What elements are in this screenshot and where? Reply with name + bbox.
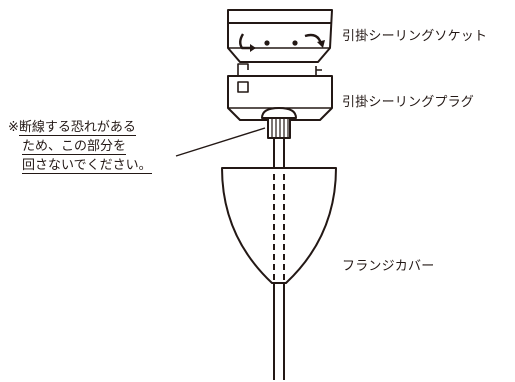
caution-line-1: 断線する恐れがある	[18, 120, 136, 136]
flange-cover	[221, 167, 337, 284]
power-cord-upper	[273, 138, 285, 168]
caution-note: ※断線する恐れがある ため、この部分を 回さないでください。	[8, 118, 152, 175]
caution-leader-line	[175, 127, 266, 157]
ceiling-socket	[227, 9, 333, 63]
plug-label: 引掛シーリングプラグ	[342, 95, 475, 110]
cord-grip-nut	[261, 107, 297, 139]
caution-mark: ※	[8, 120, 19, 135]
power-cord-lower	[273, 283, 285, 380]
caution-line-3: 回さないでください。	[22, 158, 152, 174]
caution-line-2: ため、この部分を	[22, 139, 127, 155]
socket-label: 引掛シーリングソケット	[342, 29, 488, 44]
flange-cover-label: フランジカバー	[342, 259, 435, 274]
